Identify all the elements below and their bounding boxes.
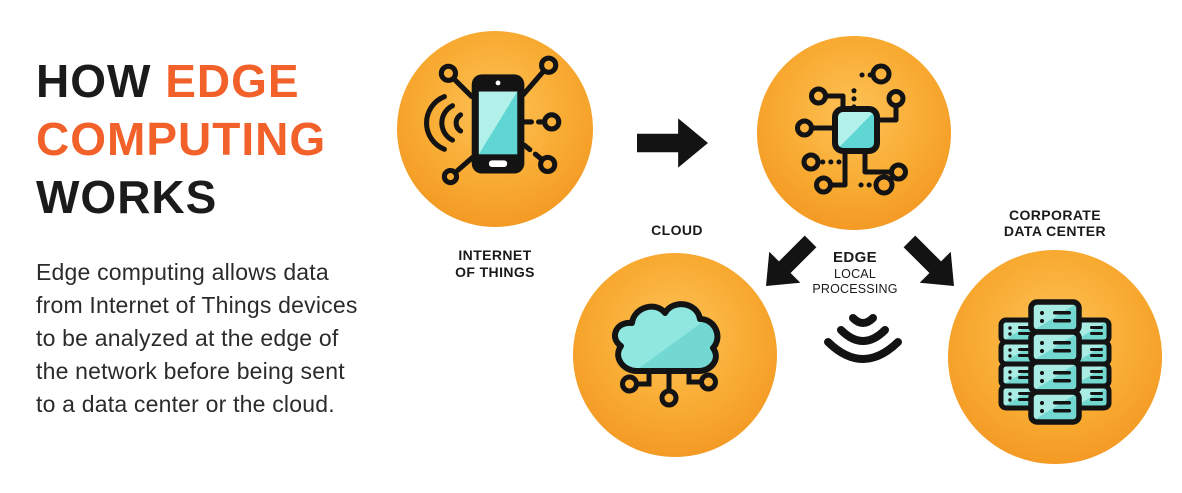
iot-label: INTERNET OF THINGS: [399, 247, 591, 281]
intro-description: Edge computing allows data from Internet…: [36, 259, 358, 417]
edge-label: EDGE LOCAL PROCESSING: [797, 249, 913, 296]
chip-circuit-icon: [779, 58, 929, 208]
title-word-how: HOW: [36, 55, 152, 107]
edge-label-sub2: PROCESSING: [812, 281, 898, 296]
title-line-2: COMPUTING: [36, 113, 327, 165]
title-word-edge: EDGE: [165, 55, 300, 107]
edge-label-sub1: LOCAL: [834, 267, 876, 281]
title-line-3: WORKS: [36, 171, 218, 223]
datacenter-node: [948, 250, 1162, 464]
datacenter-label: CORPORATE DATA CENTER: [952, 207, 1158, 239]
smartphone-iot-icon: [419, 48, 571, 210]
arrow-down-left-icon: [743, 219, 834, 310]
server-rack-icon: [980, 282, 1130, 432]
iot-label-line2: OF THINGS: [455, 264, 535, 280]
datacenter-label-line1: CORPORATE: [1008, 207, 1101, 223]
arrow-down-right-icon: [887, 219, 978, 310]
edge-node: [757, 36, 951, 230]
arrow-right-icon: [637, 117, 709, 169]
datacenter-label-line2: DATA CENTER: [1003, 223, 1107, 239]
title-line-1: HOW EDGE: [36, 52, 431, 110]
cloud-node: [573, 253, 777, 457]
cloud-network-icon: [599, 285, 751, 425]
wireless-signal-icon: [812, 303, 914, 377]
iot-node: [397, 31, 593, 227]
iot-label-line1: INTERNET: [458, 247, 532, 263]
page-title: HOW EDGE COMPUTING WORKS: [36, 52, 431, 226]
edge-label-main: EDGE: [832, 249, 878, 266]
cloud-label: CLOUD: [651, 222, 703, 238]
intro-section: HOW EDGE COMPUTING WORKS Edge computing …: [36, 52, 431, 421]
